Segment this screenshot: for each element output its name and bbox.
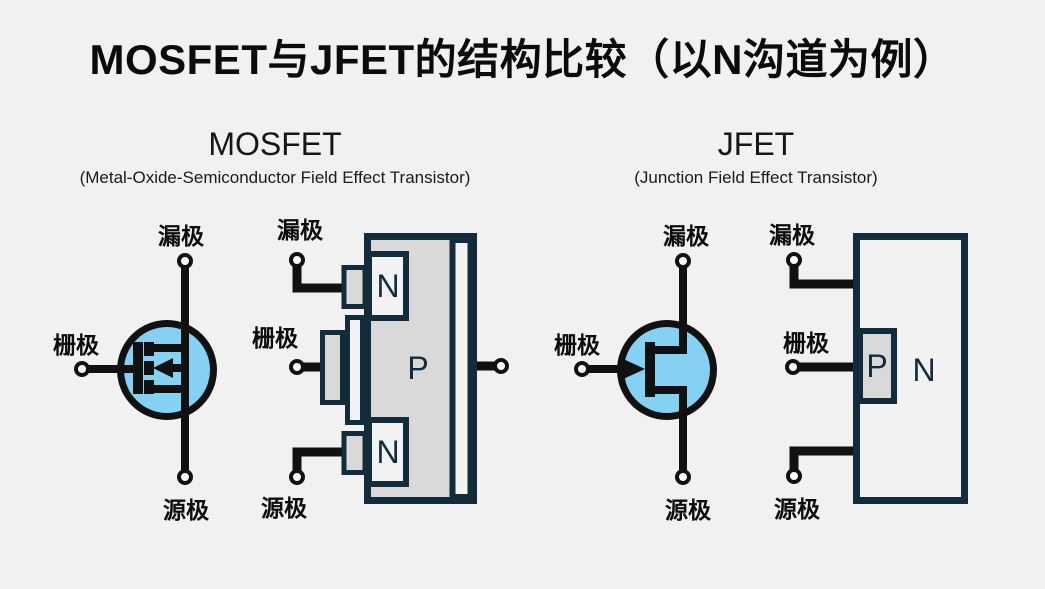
drain-lead	[789, 265, 860, 289]
region-label-n-top: N	[376, 268, 399, 304]
label-mosfet-structure-gate: 栅极	[252, 325, 298, 351]
gate-terminal-dot	[289, 359, 305, 375]
body-arrow-icon	[153, 358, 173, 378]
source-terminal-dot	[177, 469, 193, 485]
source-contact	[341, 431, 368, 475]
label-mosfet-symbol-gate: 栅极	[53, 332, 99, 358]
channel-bar	[645, 342, 655, 397]
jfet-symbol-diagram	[574, 253, 717, 485]
mosfet-structure-diagram: N N P	[289, 233, 509, 504]
mosfet-section-heading: MOSFET	[208, 126, 342, 162]
channel-segment-bottom	[144, 380, 154, 394]
gate-terminal-dot	[74, 361, 90, 377]
drain-terminal-dot	[177, 253, 193, 269]
label-jfet-structure-gate: 栅极	[783, 330, 829, 356]
page-title: MOSFET与JFET的结构比较（以N沟道为例）	[89, 36, 956, 83]
mosfet-section-subtitle: (Metal-Oxide-Semiconductor Field Effect …	[79, 168, 471, 188]
label-mosfet-structure-source: 源极	[261, 495, 307, 521]
source-lead	[789, 446, 860, 471]
region-label-p-body: P	[407, 350, 428, 386]
region-label-p-gate: P	[866, 348, 887, 384]
label-jfet-symbol-drain: 漏极	[663, 223, 709, 249]
jfet-section-subtitle: (Junction Field Effect Transistor)	[634, 168, 878, 188]
jfet-structure-diagram: P N	[785, 233, 968, 504]
drain-terminal-dot	[289, 252, 305, 268]
gate-arrow-icon	[619, 357, 645, 381]
body-terminal-dot	[493, 358, 509, 374]
source-terminal-dot	[786, 468, 802, 484]
label-mosfet-symbol-source: 源极	[163, 497, 209, 523]
region-label-n-channel: N	[912, 352, 935, 388]
channel-segment-top	[144, 342, 154, 356]
substrate-strip	[449, 237, 474, 500]
n-region-bottom	[366, 417, 409, 487]
n-region-top	[366, 251, 409, 321]
source-lead	[292, 447, 346, 473]
mosfet-symbol-diagram	[74, 253, 217, 485]
label-jfet-symbol-gate: 栅极	[554, 332, 600, 358]
drain-branch	[655, 323, 687, 354]
source-terminal-dot	[675, 469, 691, 485]
gate-terminal-dot	[574, 361, 590, 377]
jfet-section-heading: JFET	[717, 126, 795, 162]
source-terminal-dot	[289, 469, 305, 485]
label-mosfet-symbol-drain: 漏极	[158, 223, 204, 249]
gate-electrode	[320, 330, 345, 405]
label-mosfet-structure-drain: 漏极	[277, 217, 323, 243]
region-label-n-bottom: N	[376, 434, 399, 470]
drain-lead	[292, 265, 346, 293]
channel-segment-middle	[144, 361, 154, 375]
p-gate-region-rect	[857, 328, 897, 404]
mosfet-header: MOSFET (Metal-Oxide-Semiconductor Field …	[60, 126, 490, 188]
jfet-header: JFET (Junction Field Effect Transistor)	[541, 126, 971, 188]
gate-bar	[133, 342, 143, 394]
drain-terminal-dot	[786, 252, 802, 268]
source-branch	[655, 386, 687, 417]
oxide-layer	[345, 315, 365, 425]
label-jfet-structure-source: 源极	[774, 496, 820, 522]
label-jfet-structure-drain: 漏极	[769, 222, 815, 248]
drain-contact	[341, 265, 368, 309]
gate-terminal-dot	[785, 359, 801, 375]
drain-terminal-dot	[675, 253, 691, 269]
label-jfet-symbol-source: 源极	[665, 497, 711, 523]
